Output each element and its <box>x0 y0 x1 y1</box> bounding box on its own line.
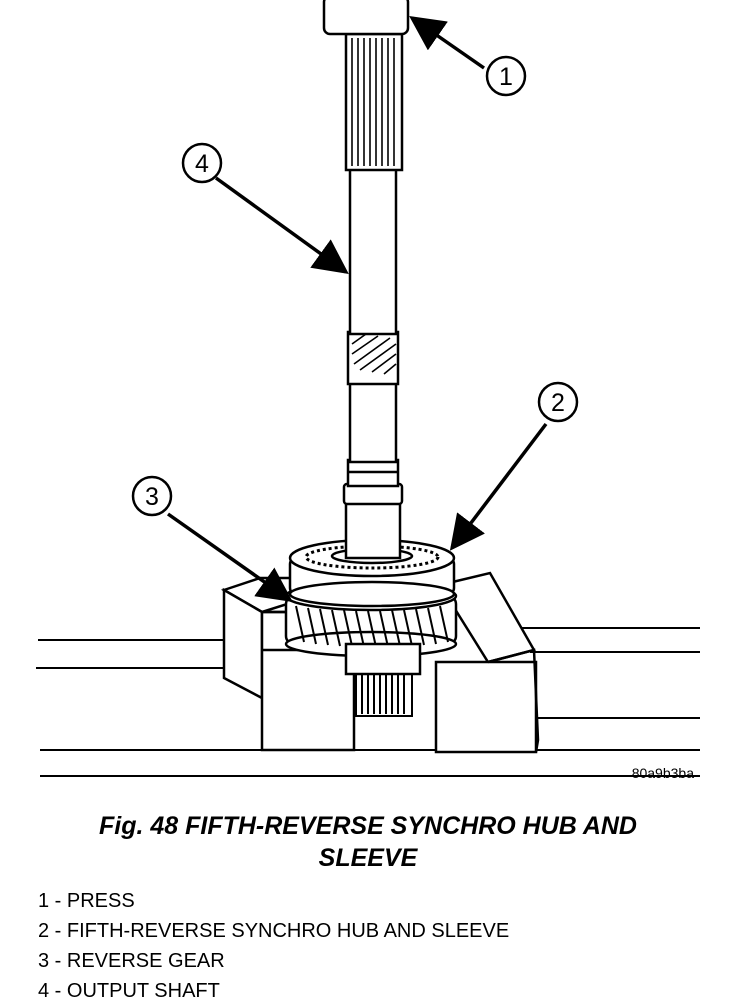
leader-arrow-2 <box>449 422 548 551</box>
callout-2: 2 <box>537 381 579 423</box>
figure-caption-line-2: SLEEVE <box>318 844 418 872</box>
synchro-hub-sleeve <box>288 538 456 608</box>
callout-3-number: 3 <box>145 483 159 511</box>
press-bed <box>36 627 700 777</box>
callout-2-number: 2 <box>551 389 565 417</box>
callout-3: 3 <box>131 475 173 517</box>
callout-4-number: 4 <box>195 150 209 178</box>
callout-1-number: 1 <box>499 63 513 91</box>
legend-item-press: 1 - PRESS <box>38 890 135 912</box>
shaft-lower-splines <box>355 671 413 717</box>
leader-arrow-4 <box>214 176 349 275</box>
support-block-right <box>434 571 540 754</box>
legend-item-output-shaft: 4 - OUTPUT SHAFT <box>38 980 220 1002</box>
callout-1: 1 <box>485 55 527 97</box>
figure-caption: Fig. 48 FIFTH-REVERSE SYNCHRO HUB AND SL… <box>0 810 736 874</box>
legend-item-synchro-hub-sleeve: 2 - FIFTH-REVERSE SYNCHRO HUB AND SLEEVE <box>38 920 510 942</box>
leader-arrow-1 <box>409 16 485 70</box>
leader-arrows <box>166 16 548 603</box>
figure-code: 80a9b3ba <box>631 765 694 781</box>
figure-caption-line-1: Fig. 48 FIFTH-REVERSE SYNCHRO HUB AND <box>98 812 637 840</box>
assembly-illustration: 1 4 2 3 <box>36 0 700 777</box>
leader-arrow-3 <box>166 512 293 603</box>
press-ram <box>322 0 410 36</box>
legend-item-reverse-gear: 3 - REVERSE GEAR <box>38 950 225 972</box>
callout-4: 4 <box>181 142 223 184</box>
callout-legend: 1 - PRESS 2 - FIFTH-REVERSE SYNCHRO HUB … <box>38 886 509 1006</box>
output-shaft <box>342 32 404 560</box>
